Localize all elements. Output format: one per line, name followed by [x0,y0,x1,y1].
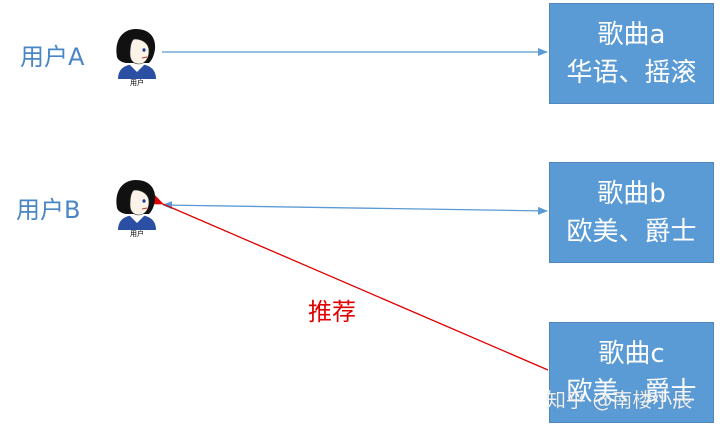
arrow-recommend-song-c-to-user-b [150,195,549,371]
user-a-label: 用户A [20,43,85,71]
recommend-label: 推荐 [308,298,356,326]
user-b-label: 用户B [16,196,81,224]
user-b-avatar-caption: 用户 [130,230,144,238]
song-b-tags: 欧美、爵士 [566,216,697,247]
arrow-user-b-song-b [162,201,548,215]
song-a-title: 歌曲a [597,19,666,50]
song-c-tags: 欧美、爵士 [566,376,697,407]
watermark-text: 知乎 @南楼小辰 [546,388,693,412]
song-c-box: 歌曲c 欧美、爵士 [549,322,714,423]
song-c-title: 歌曲c [598,338,665,369]
user-a-avatar-icon: 用户 [112,27,162,89]
song-b-title: 歌曲b [597,178,666,209]
user-a-avatar-caption: 用户 [130,79,144,87]
user-b-avatar-icon: 用户 [112,178,162,240]
song-b-box: 歌曲b 欧美、爵士 [549,162,714,263]
song-a-tags: 华语、摇滚 [566,57,697,88]
song-a-box: 歌曲a 华语、摇滚 [549,3,714,104]
